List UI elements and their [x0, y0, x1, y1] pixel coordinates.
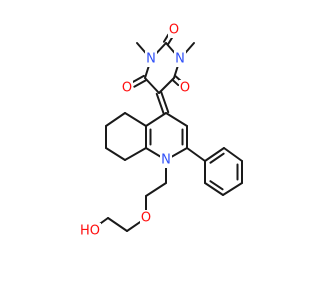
atom-label-background: [140, 210, 152, 226]
bond-ph4-ph5: [222, 182, 243, 196]
atom-label-background: [179, 80, 191, 96]
double-bond-c6-o_left-b: [133, 79, 148, 88]
double-bond-c5-c4q-b: [160, 91, 170, 114]
double-bond-ph5-ph6: [204, 182, 224, 196]
bond-n1-c6: [144, 64, 150, 79]
atom-label-background: [174, 51, 186, 67]
bond-c4a-c5r: [124, 112, 147, 127]
bond-c7r-c8r: [105, 147, 126, 161]
double-bond-ph1-ph2: [204, 147, 225, 162]
bond-c4q-c3q: [165, 112, 188, 127]
double-bond-c2-o_top-a: [167, 36, 174, 46]
double-bond-ph5-ph6-inner: [209, 180, 224, 191]
atom-label-o-left: O: [122, 81, 132, 96]
bond-ch2a-ch2b: [145, 182, 167, 197]
bond-ph2-ph3: [223, 147, 243, 162]
bond-c2q-n1q: [171, 147, 188, 158]
atom-label-background: [79, 223, 101, 239]
bond-c4a-c4q: [145, 112, 167, 127]
atom-label-o-ether: O: [141, 211, 151, 226]
double-bond-c5-c4q-a: [155, 92, 165, 115]
atom-label-o-top: O: [169, 23, 179, 38]
bond-n1-me1: [136, 42, 148, 55]
bond-o_ether-ch2c: [126, 220, 142, 232]
atom-label-ho: HO: [80, 224, 100, 239]
bond-ch2c-ch2d: [107, 217, 128, 232]
atom-label-n-quin: N: [161, 153, 171, 168]
bond-n3-c4: [173, 64, 179, 79]
atom-label-o-right: O: [180, 81, 190, 96]
bond-n1q-c8a: [145, 147, 161, 158]
bond-n3-me3: [183, 42, 195, 55]
bond-c2q-ph1: [186, 147, 206, 162]
bond-c2-n1: [154, 42, 167, 55]
bond-c6-c5: [144, 77, 160, 94]
double-bond-c4-o_right-a: [171, 78, 180, 87]
bond-c2-n3: [165, 42, 177, 55]
double-bond-c2-o_top-b: [162, 33, 170, 43]
double-bond-ph1-ph2-inner: [209, 152, 225, 164]
atom-label-background: [121, 80, 133, 96]
atom-label-background: [168, 22, 180, 38]
atom-label-background: [145, 51, 157, 67]
bond-c5r-c6r: [105, 112, 126, 127]
bond-c8r-c8a: [124, 147, 147, 161]
atom-label-n-pyr-right: N: [175, 52, 185, 67]
atom-label-n-pyr-left: N: [146, 52, 156, 67]
atom-label-background: [160, 152, 172, 168]
double-bond-c6-o_left-a: [130, 74, 145, 84]
bonds-group: [97, 33, 243, 232]
bond-c4-c5: [158, 77, 175, 94]
